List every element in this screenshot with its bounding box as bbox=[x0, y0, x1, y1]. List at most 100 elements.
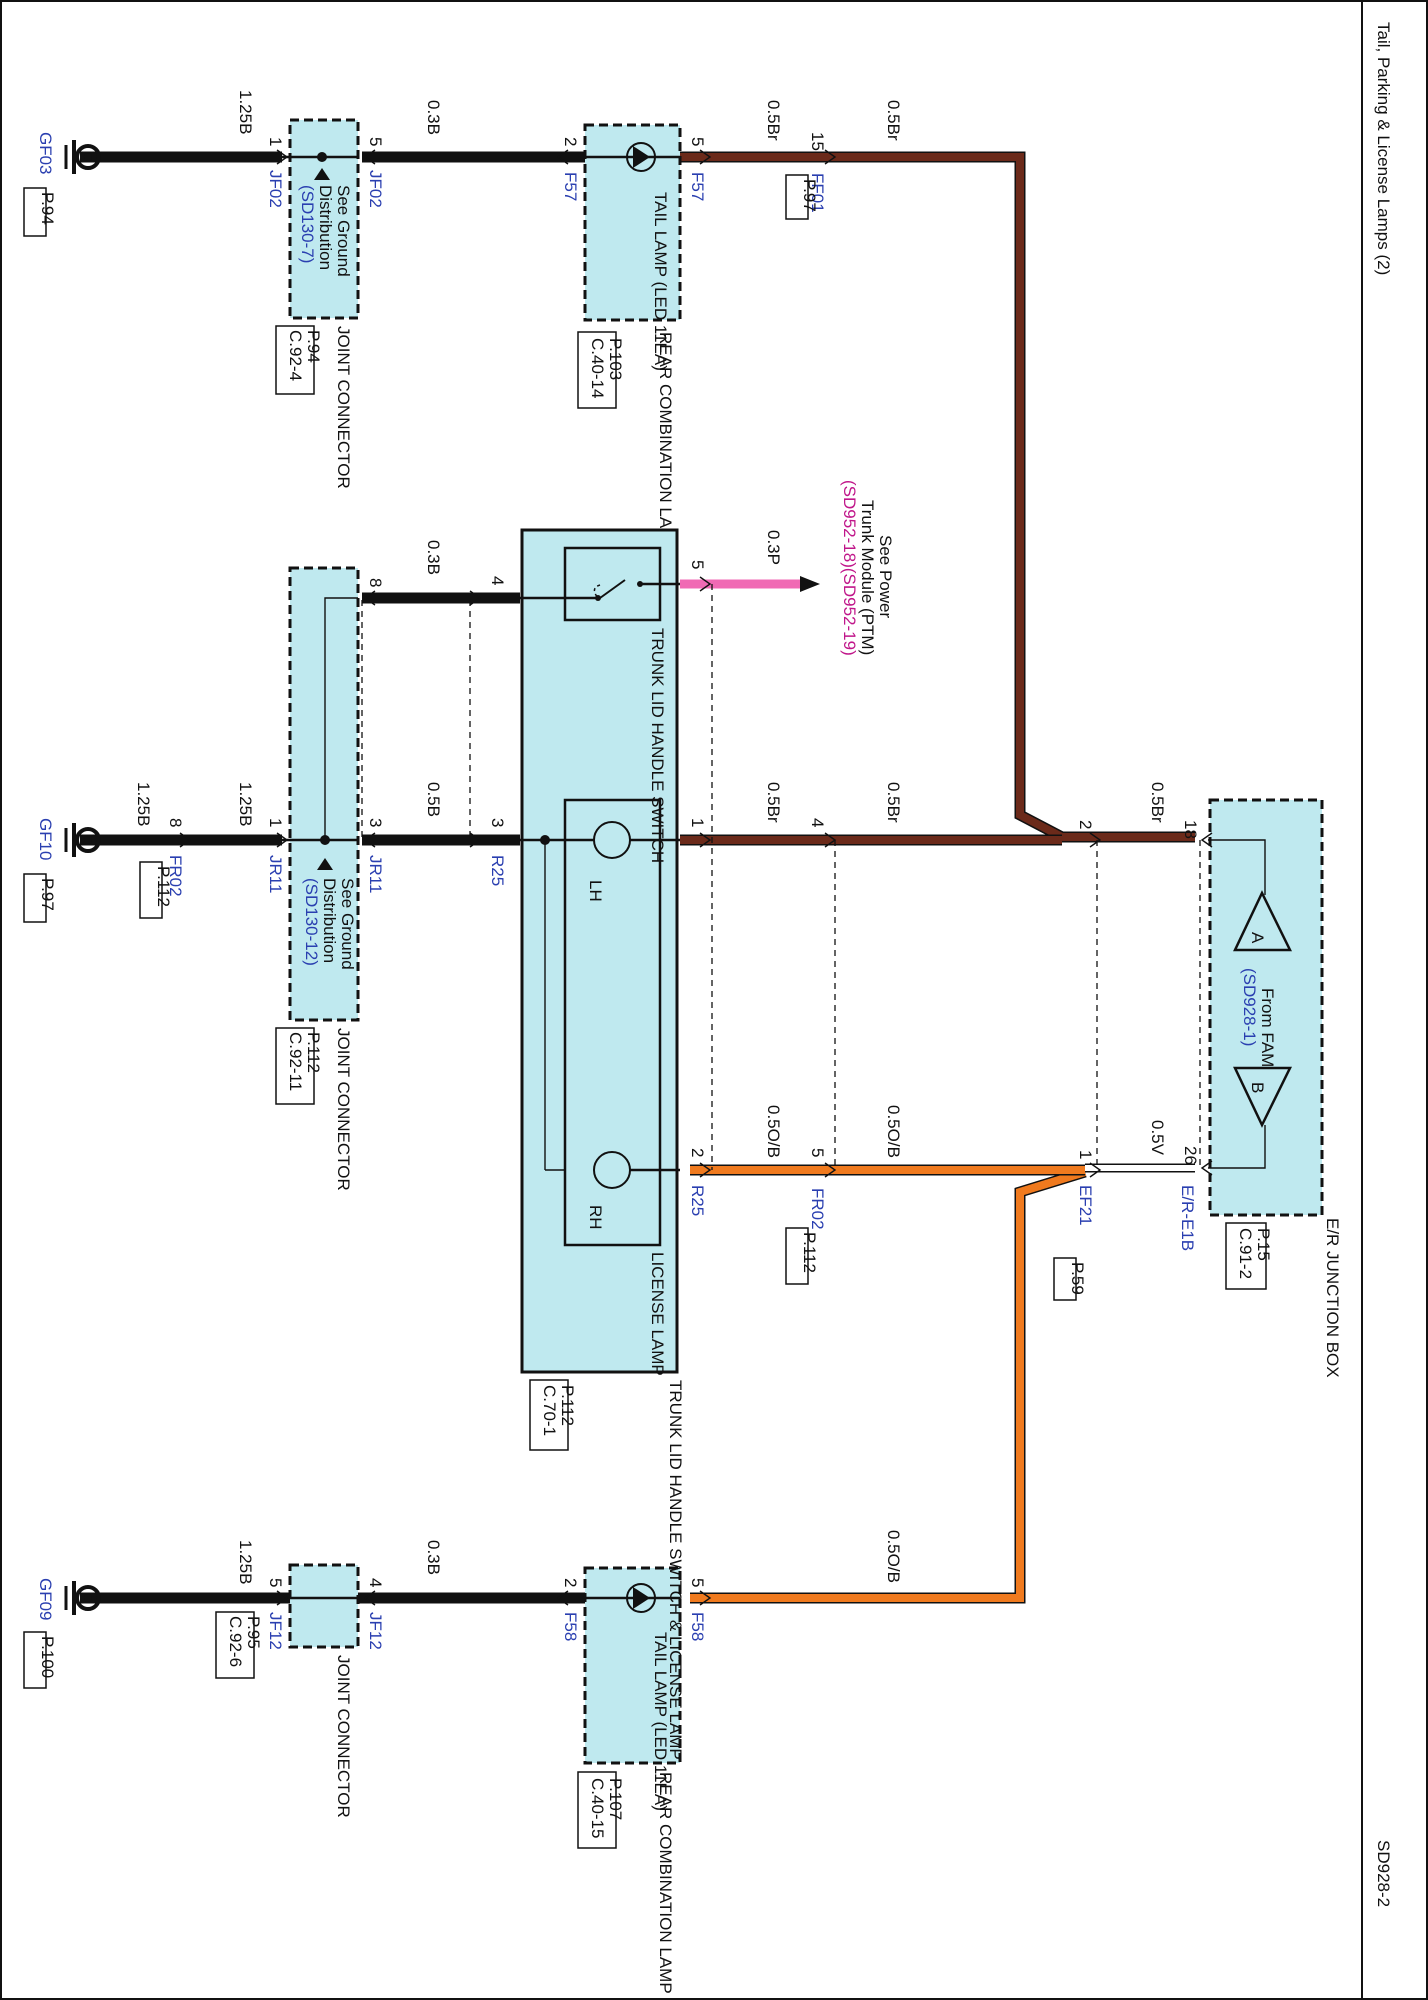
lamp-rh-conn-top[interactable]: F58 bbox=[688, 1612, 707, 1641]
junction-box-ref-conn[interactable]: C.91-2 bbox=[1236, 1228, 1255, 1279]
wire-label-125b-2: 1.25B bbox=[236, 782, 255, 826]
jr11-conn-top[interactable]: JR11 bbox=[366, 855, 385, 893]
dashed-connections bbox=[361, 584, 1201, 1170]
jf02-see-2: Distribution bbox=[316, 185, 335, 270]
jf12-ref-page[interactable]: P.95 bbox=[244, 1616, 263, 1649]
diagram-code: SD928-2 bbox=[1374, 1840, 1393, 1907]
fr02-page[interactable]: P.112 bbox=[800, 1232, 819, 1273]
ef21-conn-label[interactable]: EF21 bbox=[1076, 1185, 1095, 1226]
ef21-connector: 2 1 EF21 P.59 bbox=[1053, 820, 1095, 1301]
wire-label-125b-4: 1.25B bbox=[236, 1540, 255, 1584]
trunk-lid-assembly: TRUNK LID HANDLE SWITCH LH RH LICENSE LA… bbox=[488, 528, 707, 1760]
trunk-conn-bottom[interactable]: R25 bbox=[488, 855, 507, 886]
trunk-pin-1: 1 bbox=[688, 818, 707, 827]
from-fam-link[interactable]: (SD928-1) bbox=[1240, 968, 1259, 1046]
ff01-ref bbox=[785, 174, 809, 220]
trunk-ref-page[interactable]: P.112 bbox=[558, 1385, 577, 1426]
jf02-pin-5: 5 bbox=[366, 137, 385, 146]
junction-box-conn[interactable]: E/R-E1B bbox=[1178, 1185, 1197, 1251]
jf12-name: JOINT CONNECTOR bbox=[334, 1655, 353, 1818]
license-lh-label: LH bbox=[586, 880, 605, 902]
wire-label-05br-1: 0.5Br bbox=[884, 100, 903, 141]
ground-gf03: GF03 P.94 bbox=[23, 132, 101, 237]
lamp-lh-inner: TAIL LAMP (LED 11EA) bbox=[651, 192, 670, 371]
jf12-conn-bottom[interactable]: JF12 bbox=[266, 1612, 285, 1650]
trunk-conn-top[interactable]: R25 bbox=[688, 1185, 707, 1216]
lamp-rh-conn-bottom[interactable]: F58 bbox=[561, 1612, 580, 1641]
ef21-page[interactable]: P.59 bbox=[1068, 1262, 1087, 1295]
wire-label-05br-5: 0.5Br bbox=[764, 782, 783, 823]
gf10-label[interactable]: GF10 bbox=[36, 818, 55, 861]
wire-label-03b-2: 0.3B bbox=[424, 540, 443, 575]
switch-contact bbox=[599, 579, 626, 599]
wire-black-center bbox=[80, 592, 520, 846]
rear-combination-lamp-rh: TAIL LAMP (LED 11EA) 5 F58 2 F58 REAR CO… bbox=[561, 1566, 707, 2000]
fr02-lower-page[interactable]: P.112 bbox=[154, 866, 173, 907]
gf09-page[interactable]: P.100 bbox=[38, 1636, 57, 1678]
lamp-rh-ref bbox=[577, 1771, 617, 1849]
jf02-ref-page[interactable]: P.94 bbox=[304, 330, 323, 363]
jr11-see-2: Distribution bbox=[320, 878, 339, 963]
ff01-pin: 15 bbox=[808, 132, 827, 151]
joint-connector-jr11: See Ground Distribution (SD130-12) 8 3 J… bbox=[266, 566, 385, 1191]
jf12-pin-4: 4 bbox=[366, 1578, 385, 1587]
triangle-b-label: B bbox=[1248, 1082, 1267, 1093]
lamp-lh-conn-bottom[interactable]: F57 bbox=[561, 172, 580, 201]
lamp-lh-pin-2: 2 bbox=[561, 137, 580, 146]
jf02-name: JOINT CONNECTOR bbox=[334, 326, 353, 489]
wire-label-05ob-1: 0.5O/B bbox=[884, 1105, 903, 1158]
wire-labels: 0.5Br 0.5Br 0.5Br 0.5Br 0.5Br 0.5V 0.5O/… bbox=[134, 90, 1167, 1584]
jr11-outline bbox=[288, 566, 360, 1022]
jf02-pin-1: 1 bbox=[266, 137, 285, 146]
jf02-ref-conn[interactable]: C.92-4 bbox=[286, 330, 305, 381]
wire-label-125b-3: 1.25B bbox=[134, 782, 153, 826]
lamp-rh-ref-page[interactable]: P.107 bbox=[606, 1778, 625, 1820]
ff01-connector: 15 FF01 P.97 bbox=[785, 132, 827, 220]
jr11-conn-bottom[interactable]: JR11 bbox=[266, 855, 285, 893]
gf09-label[interactable]: GF09 bbox=[36, 1578, 55, 1621]
jf02-conn-top[interactable]: JF02 bbox=[366, 170, 385, 208]
ff01-page[interactable]: P.97 bbox=[800, 179, 819, 212]
jf02-ground-arrow-icon bbox=[314, 168, 330, 180]
jf02-conn-bottom[interactable]: JF02 bbox=[266, 170, 285, 208]
jf12-conn-top[interactable]: JF12 bbox=[366, 1612, 385, 1650]
lamp-rh-ref-conn[interactable]: C.40-15 bbox=[588, 1778, 607, 1838]
jr11-ref-page[interactable]: P.112 bbox=[304, 1032, 323, 1073]
trunk-ref-conn[interactable]: C.70-1 bbox=[540, 1385, 559, 1436]
wire-label-05br-3: 0.5Br bbox=[1148, 782, 1167, 823]
fr02-lower-conn[interactable]: FR02 bbox=[166, 855, 185, 897]
trunk-pin-3: 3 bbox=[488, 818, 507, 827]
fr02-conn-label[interactable]: FR02 bbox=[808, 1188, 827, 1230]
lamp-lh-ref-page[interactable]: P.103 bbox=[606, 338, 625, 380]
junction-box-name: E/R JUNCTION BOX bbox=[1323, 1218, 1342, 1378]
lamp-lh-ref-conn[interactable]: C.40-14 bbox=[588, 338, 607, 398]
wire-05ob bbox=[690, 1164, 1087, 1604]
gf03-page[interactable]: P.94 bbox=[38, 192, 57, 225]
jf02-link[interactable]: (SD130-7) bbox=[298, 185, 317, 263]
ground-gf09-icon bbox=[75, 1585, 101, 1611]
gf10-page[interactable]: P.97 bbox=[38, 878, 57, 911]
pin-18: 18 bbox=[1181, 820, 1200, 839]
ff01-conn-label[interactable]: FF01 bbox=[808, 173, 827, 213]
jr11-ref-conn[interactable]: C.92-11 bbox=[286, 1032, 305, 1091]
jf12-ref-conn[interactable]: C.92-6 bbox=[226, 1616, 245, 1667]
junction-box-ref-page[interactable]: P.15 bbox=[1254, 1228, 1273, 1261]
connector-chevrons bbox=[179, 149, 1213, 1606]
triangle-a-label: A bbox=[1248, 932, 1267, 944]
wire-label-03b-3: 0.3B bbox=[424, 1540, 443, 1575]
jf12-pin-5: 5 bbox=[266, 1578, 285, 1587]
license-rh-label: RH bbox=[586, 1205, 605, 1230]
ptm-link[interactable]: (SD952-18)(SD952-19) bbox=[840, 480, 859, 656]
jr11-ground-arrow-icon bbox=[317, 858, 333, 870]
gf03-label[interactable]: GF03 bbox=[36, 132, 55, 175]
wire-05br-main bbox=[680, 151, 1195, 843]
jr11-pin-3: 3 bbox=[366, 818, 385, 827]
ground-gf09: GF09 P.100 bbox=[23, 1578, 101, 1689]
trunk-switch-label: TRUNK LID HANDLE SWITCH bbox=[648, 628, 667, 863]
ptm-line-2: Trunk Module (PTM) bbox=[858, 500, 877, 655]
fr02-lower: 8 FR02 P.112 bbox=[139, 818, 185, 919]
trunk-lid-name: TRUNK LID HANDLE SWITCH & LICENSE LAMP bbox=[666, 1380, 685, 1760]
jr11-link[interactable]: (SD130-12) bbox=[302, 878, 321, 966]
lamp-lh-conn-top[interactable]: F57 bbox=[688, 172, 707, 201]
